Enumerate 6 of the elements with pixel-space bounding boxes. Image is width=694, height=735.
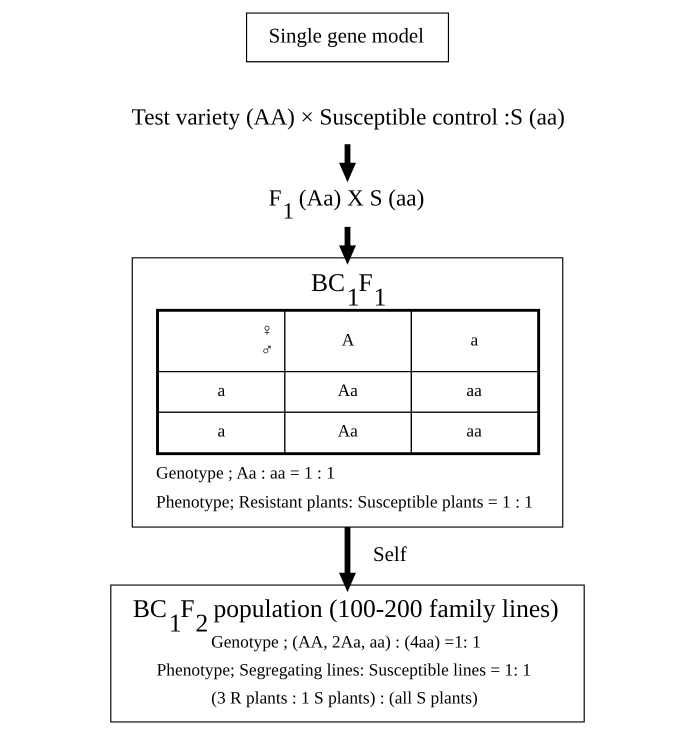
edge-label: Self (372, 542, 406, 566)
node-box: Single gene model (245, 12, 449, 62)
arrow (338, 144, 356, 182)
arrow (338, 226, 356, 265)
node-text: Test variety (AA) × Susceptible control :S (aa) (131, 104, 564, 130)
arrow (338, 527, 356, 592)
